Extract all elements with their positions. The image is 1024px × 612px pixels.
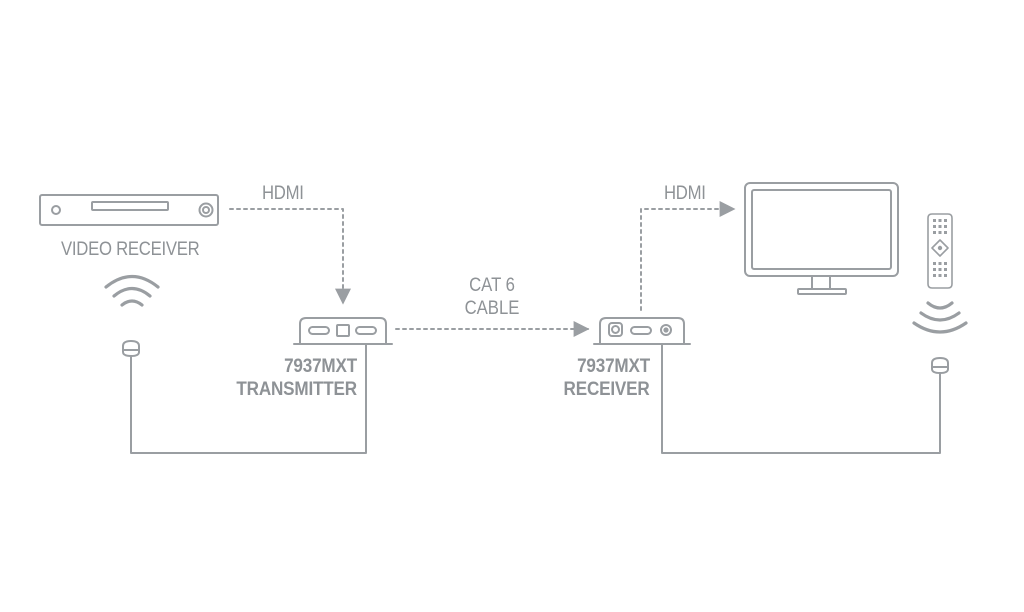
remote-control-icon [927,213,953,289]
hdmi-link-left [229,208,351,305]
tv-monitor-icon [744,182,899,295]
cable-label-line1: CAT 6 [469,275,515,296]
ir-sensor-icon [931,357,949,379]
wireless-waves-icon [104,274,160,307]
hdmi-label-left: HDMI [262,183,304,204]
ir-sensor-icon [122,340,140,362]
receiver-name-label: RECEIVER [564,379,650,400]
ir-cable-right [661,344,941,454]
transmitter-name-label: TRANSMITTER [236,379,357,400]
receiver-model-label: 7937MXT [577,356,650,377]
video-receiver-label: VIDEO RECEIVER [61,239,200,260]
hdmi-label-right: HDMI [664,183,706,204]
wireless-waves-icon [912,301,968,334]
transmitter-model-label: 7937MXT [284,356,357,377]
receiver-box-icon [593,317,691,345]
set-top-box-icon [39,194,219,226]
cable-label-line2: CABLE [464,298,520,319]
ir-cable-left [130,344,367,454]
transmitter-box-icon [293,317,393,345]
hdmi-link-right [640,201,736,311]
